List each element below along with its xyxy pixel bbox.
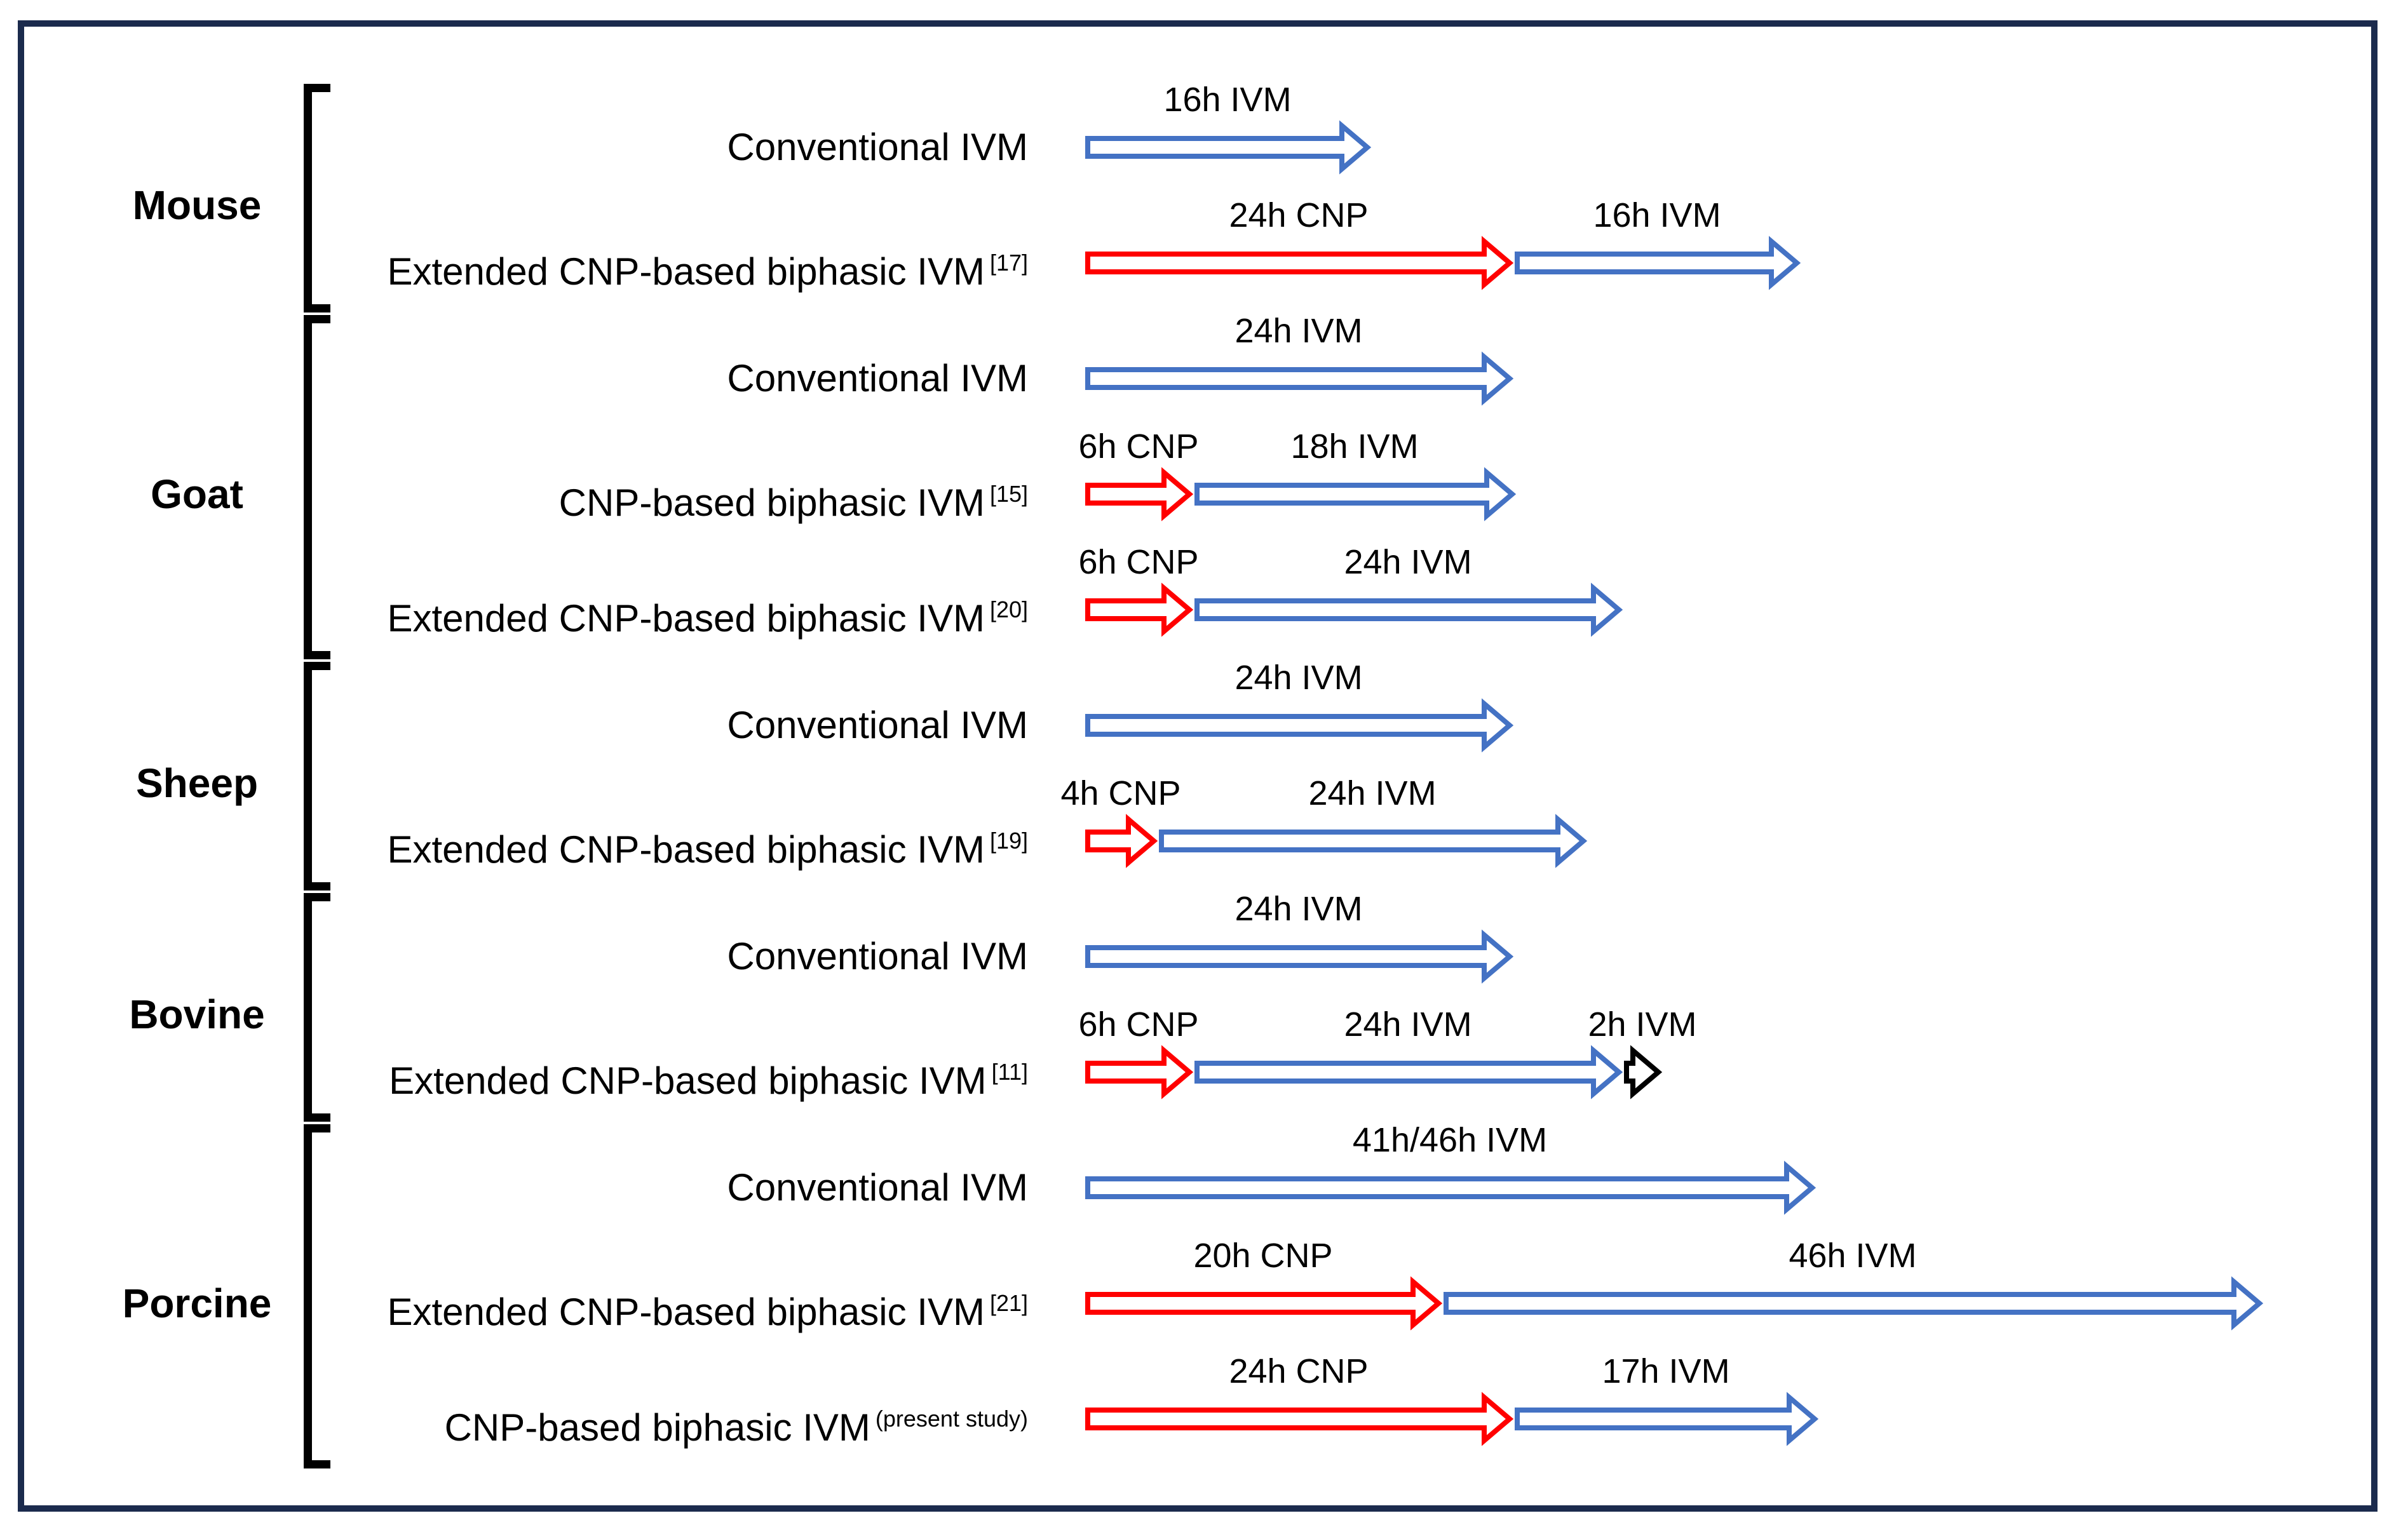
ivm-arrow <box>1444 1276 2264 1331</box>
ivm-arrow <box>1085 120 1372 175</box>
protocol-label: Conventional IVM <box>727 356 1028 401</box>
protocol-label-text: Extended CNP-based biphasic IVM <box>389 1059 987 1102</box>
protocol-label: Extended CNP-based biphasic IVM[11] <box>389 1049 1028 1104</box>
group-bracket-bar <box>304 315 312 659</box>
figure-border <box>18 20 2378 1512</box>
ivm-arrow <box>1085 1160 1816 1215</box>
reference-superscript: [21] <box>989 1290 1028 1316</box>
ivm-arrow <box>1085 351 1514 406</box>
ivm-arrow <box>1194 467 1517 521</box>
species-label: Sheep <box>135 760 259 806</box>
reference-superscript: [19] <box>989 828 1028 854</box>
cnp-arrow <box>1085 1276 1443 1331</box>
group-bracket-bottom-tip <box>304 304 330 312</box>
group-bracket-top-tip <box>304 662 330 670</box>
species-label: Goat <box>151 471 243 517</box>
protocol-label-text: Conventional IVM <box>727 1166 1028 1209</box>
duration-label: 24h CNP <box>1229 1352 1369 1390</box>
group-bracket-bottom-tip <box>304 882 330 890</box>
protocol-label: Extended CNP-based biphasic IVM[20] <box>387 587 1028 642</box>
ivm-arrow <box>1515 1392 1819 1446</box>
protocol-label: Conventional IVM <box>727 1165 1028 1211</box>
reference-superscript: (present study) <box>875 1406 1028 1432</box>
group-bracket-bar <box>304 84 312 312</box>
duration-label: 46h IVM <box>1789 1237 1917 1275</box>
duration-label: 17h IVM <box>1602 1352 1730 1390</box>
ivm-arrow <box>1085 929 1514 984</box>
reference-superscript: [20] <box>989 596 1028 622</box>
duration-label: 6h CNP <box>1078 543 1199 581</box>
species-label: Bovine <box>129 991 265 1037</box>
protocol-label-text: CNP-based biphasic IVM <box>558 481 985 524</box>
cnp-arrow <box>1085 1392 1514 1446</box>
protocol-label-text: Extended CNP-based biphasic IVM <box>387 597 985 640</box>
cnp-arrow <box>1085 582 1194 637</box>
duration-label: 20h CNP <box>1193 1237 1333 1275</box>
duration-label: 24h IVM <box>1308 774 1437 812</box>
ivm-arrow <box>1515 236 1801 290</box>
duration-label: 24h IVM <box>1344 1005 1472 1044</box>
group-bracket-bottom-tip <box>304 651 330 659</box>
extra-arrow <box>1624 1045 1663 1099</box>
protocol-label: CNP-based biphasic IVM[15] <box>559 471 1028 526</box>
species-label: Mouse <box>132 182 262 228</box>
duration-label: 24h IVM <box>1234 659 1363 697</box>
protocol-label-text: Extended CNP-based biphasic IVM <box>387 250 985 293</box>
group-bracket-bar <box>304 1124 312 1468</box>
duration-label: 18h IVM <box>1290 427 1419 466</box>
protocol-label-text: Conventional IVM <box>727 357 1028 400</box>
duration-label: 6h CNP <box>1078 427 1199 466</box>
group-bracket-bar <box>304 662 312 890</box>
protocol-label-text: Extended CNP-based biphasic IVM <box>387 828 985 871</box>
protocol-label: Conventional IVM <box>727 934 1028 979</box>
group-bracket-top-tip <box>304 84 330 92</box>
reference-superscript: [17] <box>989 250 1028 276</box>
species-label: Porcine <box>122 1280 272 1326</box>
protocol-label-text: Conventional IVM <box>727 704 1028 746</box>
duration-label: 41h/46h IVM <box>1352 1121 1548 1159</box>
reference-superscript: [15] <box>989 481 1028 507</box>
protocol-label: CNP-based biphasic IVM(present study) <box>445 1396 1028 1451</box>
duration-label: 24h IVM <box>1234 312 1363 350</box>
protocol-label: Extended CNP-based biphasic IVM[21] <box>387 1280 1028 1335</box>
protocol-label: Conventional IVM <box>727 702 1028 748</box>
ivm-arrow <box>1194 582 1623 637</box>
ivm-arrow <box>1194 1045 1623 1099</box>
cnp-arrow <box>1085 1045 1194 1099</box>
group-bracket-top-tip <box>304 893 330 901</box>
protocol-label: Conventional IVM <box>727 124 1028 170</box>
reference-superscript: [11] <box>991 1059 1028 1085</box>
group-bracket-bottom-tip <box>304 1113 330 1122</box>
group-bracket-top-tip <box>304 1124 330 1132</box>
protocol-label-text: Conventional IVM <box>727 126 1028 168</box>
duration-label: 16h IVM <box>1593 196 1721 234</box>
group-bracket-bottom-tip <box>304 1460 330 1468</box>
protocol-label: Extended CNP-based biphasic IVM[17] <box>387 240 1028 295</box>
protocol-label-text: Extended CNP-based biphasic IVM <box>387 1291 985 1333</box>
group-bracket-bar <box>304 893 312 1122</box>
duration-label: 24h IVM <box>1344 543 1472 581</box>
group-bracket-top-tip <box>304 315 330 323</box>
protocol-label-text: CNP-based biphasic IVM <box>444 1406 870 1449</box>
cnp-arrow <box>1085 814 1158 868</box>
cnp-arrow <box>1085 236 1514 290</box>
protocol-label-text: Conventional IVM <box>727 935 1028 978</box>
duration-label: 16h IVM <box>1163 81 1292 119</box>
ivm-arrow <box>1085 698 1514 753</box>
duration-label: 24h IVM <box>1234 890 1363 928</box>
duration-label: 2h IVM <box>1588 1005 1697 1044</box>
protocol-label: Extended CNP-based biphasic IVM[19] <box>387 818 1028 873</box>
duration-label: 4h CNP <box>1060 774 1181 812</box>
duration-label: 24h CNP <box>1229 196 1369 234</box>
duration-label: 6h CNP <box>1078 1005 1199 1044</box>
ivm-arrow <box>1159 814 1588 868</box>
cnp-arrow <box>1085 467 1194 521</box>
